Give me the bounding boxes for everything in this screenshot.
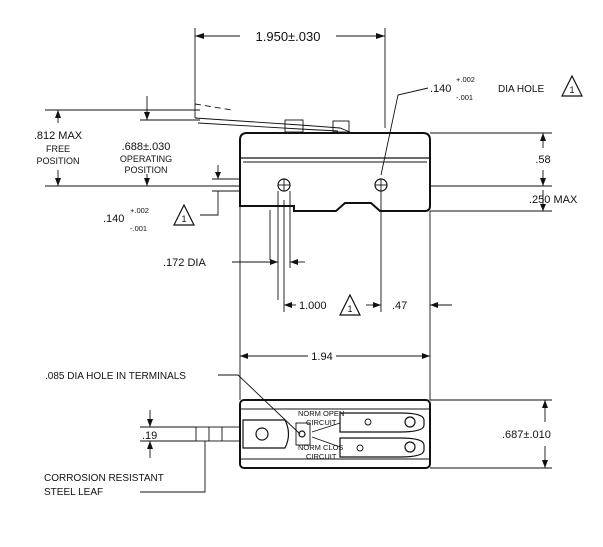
operating-position-line1: OPERATING bbox=[120, 154, 172, 164]
svg-text:1: 1 bbox=[181, 214, 186, 224]
leaf-offset-value: .19 bbox=[142, 430, 157, 442]
note-triangle-icon bbox=[173, 203, 195, 226]
svg-text:1: 1 bbox=[347, 304, 352, 314]
norm-open-line1: NORM OPEN bbox=[298, 409, 344, 418]
top-hole-dia-label: DIA HOLE bbox=[498, 84, 544, 95]
left-hole-tol-minus: -.001 bbox=[130, 224, 147, 233]
top-hole-tol-plus: +.002 bbox=[456, 75, 475, 84]
dimension-leaf-offset: .19 bbox=[140, 410, 196, 458]
dimension-hole-spacing: 1.000 1 .47 bbox=[284, 293, 452, 316]
left-hole-value: .140 bbox=[103, 213, 124, 225]
leaf-label-line2: STEEL LEAF bbox=[44, 487, 103, 498]
dimension-top-hole: .140 +.002 -.001 DIA HOLE 1 bbox=[380, 74, 583, 176]
right-height-value: .58 bbox=[535, 154, 550, 166]
note-triangle-icon: 1 bbox=[561, 74, 583, 97]
left-hole-tol-plus: +.002 bbox=[130, 206, 149, 215]
top-hole-tol-minus: -.001 bbox=[456, 93, 473, 102]
norm-closed-line1: NORM CLOS bbox=[298, 443, 343, 452]
right-max-value: .250 MAX bbox=[529, 194, 578, 206]
body-width-value: 1.94 bbox=[311, 351, 332, 363]
projection-lines bbox=[239, 191, 431, 400]
free-position-value: .812 MAX bbox=[34, 130, 83, 142]
free-position-line1: FREE bbox=[46, 144, 70, 154]
dimension-172-dia: .172 DIA bbox=[163, 257, 305, 269]
switch-body-side-view bbox=[194, 103, 431, 212]
steel-leaf-callout: CORROSION RESISTANT STEEL LEAF bbox=[44, 441, 206, 498]
dimension-overall-width: 1.950±.030 bbox=[194, 28, 386, 128]
dimension-free-position: .812 MAX FREE POSITION bbox=[34, 109, 240, 187]
operating-position-line2: POSITION bbox=[124, 165, 167, 175]
dimension-bottom-height: .687±.010 bbox=[430, 399, 552, 469]
dimension-operating-position: .688±.030 OPERATING POSITION bbox=[120, 96, 200, 186]
note-triangle-icon bbox=[339, 293, 361, 316]
hole-spacing-value: 1.000 bbox=[299, 300, 327, 312]
dimension-left-hole: .140 +.002 -.001 1 bbox=[103, 165, 240, 233]
norm-open-line2: CIRCUIT bbox=[306, 418, 337, 427]
dimension-right-height: .58 .250 MAX bbox=[430, 132, 578, 212]
operating-position-value: .688±.030 bbox=[122, 141, 171, 153]
bottom-height-value: .687±.010 bbox=[502, 429, 551, 441]
terminal-hole-label: .085 DIA HOLE IN TERMINALS bbox=[45, 371, 186, 382]
note-number: 1 bbox=[569, 85, 574, 95]
overall-width-label: 1.950±.030 bbox=[256, 29, 321, 44]
leaf-label-line1: CORROSION RESISTANT bbox=[44, 473, 164, 484]
norm-closed-line2: CIRCUIT bbox=[306, 452, 337, 461]
switch-body-bottom-view bbox=[195, 399, 431, 469]
top-hole-value: .140 bbox=[430, 83, 451, 95]
right-offset-value: .47 bbox=[392, 300, 407, 312]
dimension-body-width: 1.94 bbox=[240, 351, 430, 363]
free-position-line2: POSITION bbox=[36, 156, 79, 166]
dia-172-label: .172 DIA bbox=[163, 257, 206, 269]
dimension-terminal-hole: .085 DIA HOLE IN TERMINALS bbox=[45, 371, 301, 435]
